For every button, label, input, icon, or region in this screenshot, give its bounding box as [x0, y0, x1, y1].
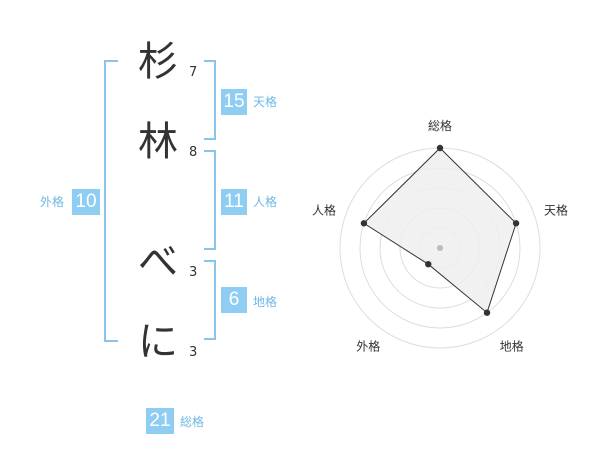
jinkaku-bracket-bottom [204, 248, 216, 250]
gaikaku-score-badge: 10 [72, 189, 100, 215]
stroke-count-4: 3 [189, 345, 198, 360]
chikaku-score-badge: 6 [221, 287, 247, 313]
chikaku-bracket-top [204, 260, 216, 262]
gaikaku-bracket-bottom [104, 340, 118, 342]
radar-point-2 [512, 220, 520, 227]
name-char-1: 杉 [138, 39, 178, 85]
radar-point-5 [360, 220, 368, 227]
radar-center-dot [437, 245, 443, 251]
stroke-count-1: 7 [189, 65, 198, 80]
radar-point-4 [425, 260, 432, 268]
jinkaku-bracket-top [204, 150, 216, 152]
gaikaku-label: 外格 [40, 195, 65, 209]
chikaku-bracket-vertical [214, 260, 216, 340]
radar-axis-label-4: 外格 [356, 339, 380, 354]
jinkaku-score-badge: 11 [221, 189, 247, 215]
jinkaku-label: 人格 [253, 195, 278, 209]
gaikaku-bracket-vertical [104, 60, 106, 342]
radar-point-1 [436, 144, 444, 152]
stroke-count-3: 3 [189, 265, 198, 280]
tenkaku-label: 天格 [253, 95, 278, 109]
stroke-count-2: 8 [189, 145, 198, 160]
radar-axis-label-3: 地格 [500, 339, 524, 354]
soukaku-label: 総格 [180, 415, 205, 429]
chikaku-bracket-bottom [204, 338, 216, 340]
tenkaku-bracket-vertical [214, 60, 216, 140]
tenkaku-bracket-bottom [204, 138, 216, 140]
soukaku-score-badge: 21 [146, 408, 174, 434]
chikaku-label: 地格 [253, 295, 278, 309]
radar-polygon [363, 147, 517, 314]
radar-axis-label-2: 天格 [544, 202, 568, 217]
gaikaku-bracket-top [104, 60, 118, 62]
tenkaku-bracket-top [204, 60, 216, 62]
jinkaku-bracket-vertical [214, 150, 216, 250]
name-char-4: に [138, 319, 178, 365]
name-char-3: べ [138, 239, 178, 285]
radar-point-3 [483, 309, 491, 316]
radar-axis-label-1: 総格 [428, 118, 452, 133]
tenkaku-score-badge: 15 [221, 89, 247, 115]
name-char-2: 林 [138, 119, 178, 165]
radar-axis-label-5: 人格 [312, 202, 336, 217]
